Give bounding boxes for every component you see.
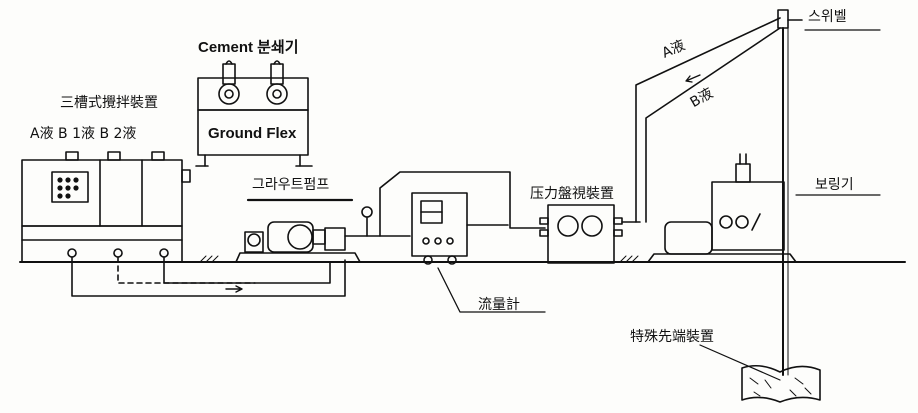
ground-line [19,255,906,263]
grout-pump [235,198,361,263]
grout-pump-label: 그라우트펌프 [252,177,330,193]
pressure-monitor-label: 压力盤視裝置 [530,186,614,202]
underground-suction-lines [71,256,346,297]
ground-flex-label: Ground Flex [208,125,297,142]
boring-machine-label: 보링기 [815,177,854,193]
swivel-and-rod [777,9,881,376]
boring-machine [647,153,881,263]
special-tip-label: 特殊先端裝置 [630,329,714,345]
special-tip-device [699,344,821,403]
flow-loop-pipe [379,171,546,237]
tank-liquids-label: A液 B 1液 B 2液 [30,126,137,142]
pressure-monitor-unit [539,204,641,264]
flowmeter-label: 流量計 [478,297,520,313]
swivel-label: 스위벨 [808,9,847,25]
gauge [344,206,411,237]
cement-crusher-unit [195,60,313,167]
flowmeter-unit [411,192,546,313]
three-tank-mixer [21,151,191,263]
liquid-lines-to-swivel [635,17,781,223]
three-tank-mixer-label: 三槽式攪拌裝置 [60,95,158,111]
cement-crusher-label: Cement 분쇄기 [198,39,299,56]
